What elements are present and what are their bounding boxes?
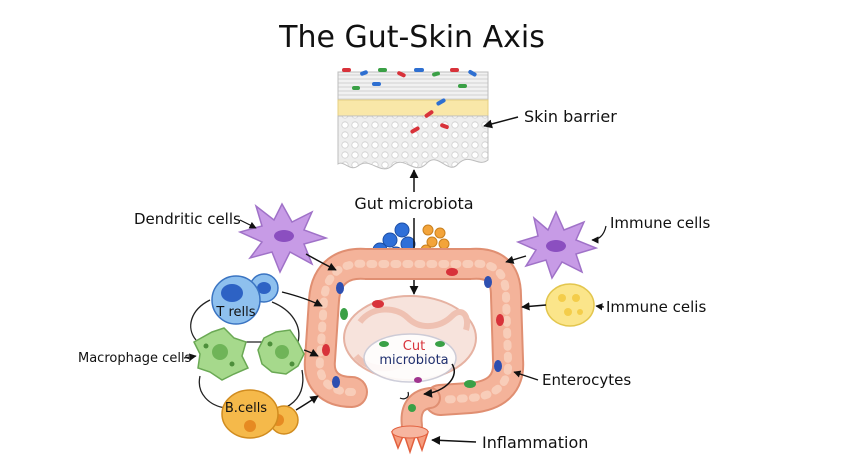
arrow-macrophage-to-gut [303, 348, 319, 357]
arrow-tcells-to-gut [281, 291, 323, 307]
skin-barrier-illustration [337, 68, 489, 170]
label-inflammation: Inflammation [482, 433, 588, 452]
b-cell-cluster [221, 389, 299, 439]
arrow-immune-right [595, 303, 605, 311]
arrow-inflammation [431, 435, 477, 445]
arrow-gut-curve [399, 391, 409, 400]
arrow-dendritic-to-gut [305, 253, 337, 271]
immune-cell-purple [515, 210, 599, 280]
arrow-intestine-center [423, 363, 455, 398]
arrow-dendritic [239, 219, 257, 229]
label-cut: Cut [403, 339, 425, 354]
diagram-title: The Gut-Skin Axis [278, 20, 545, 55]
label-gut-microbiota: Gut microbiota [354, 194, 473, 213]
label-macrophage-cells: Macrophage cells [78, 351, 192, 366]
label-immune-cells-top: Immune cells [610, 214, 710, 232]
arrow-immune-top [591, 225, 607, 244]
label-b-cells-cluster: B.cells [225, 401, 267, 416]
label-skin-barrier: Skin barrier [524, 107, 617, 126]
intestine-bacteria [322, 268, 504, 412]
label-t-cells-cluster: T rells [215, 305, 255, 320]
arrow-immune-to-gut [505, 255, 527, 264]
t-cell-cluster [211, 273, 279, 325]
arrow-skin-barrier [483, 116, 519, 129]
dendritic-cell [237, 202, 329, 274]
label-cut-microbiota: microbiota [379, 353, 448, 368]
label-dendritic-cells: Dendritic cells [134, 210, 241, 228]
arrow-macrophage [183, 353, 197, 361]
macrophage-cell-left [193, 327, 250, 381]
arrow-bcells-to-gut [295, 395, 319, 411]
arrow-enterocytes [513, 370, 539, 381]
skin-bacteria [342, 68, 477, 134]
intestine-illustration [303, 247, 525, 455]
label-immune-cells-right: Immune celis [606, 298, 706, 316]
immune-cell-yellow [545, 283, 595, 327]
macrophage-cell-right [257, 329, 305, 375]
arrow-yellow-to-gut [521, 302, 547, 311]
left-immune-network [190, 299, 304, 411]
label-enterocytes: Enterocytes [542, 371, 631, 389]
